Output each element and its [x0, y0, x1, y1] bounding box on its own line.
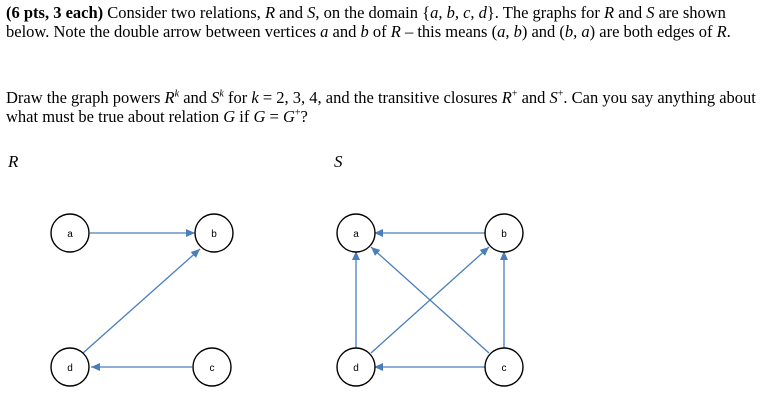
text: G — [282, 107, 295, 126]
text: and — [614, 3, 647, 22]
text: S — [549, 88, 558, 107]
text: ) and ( — [521, 22, 565, 41]
text: R — [390, 22, 401, 41]
text: R — [164, 88, 175, 107]
text: + — [511, 88, 518, 100]
graph-s-node-b: b — [484, 213, 524, 253]
graph-r-edges — [81, 229, 201, 371]
text: = 2, 3, 4, and the transitive closures — [258, 88, 502, 107]
text: G — [253, 107, 266, 126]
edge-s-d-b — [370, 246, 490, 354]
text: b, a — [564, 22, 590, 41]
text: a — [320, 22, 329, 41]
points-label: (6 pts, 3 each) — [6, 3, 104, 22]
text: and — [179, 88, 212, 107]
text: S — [646, 3, 655, 22]
text: + — [557, 88, 564, 100]
problem-paragraph-2: Draw the graph powers Rk and Sk for k = … — [6, 88, 758, 126]
node-label: d — [353, 363, 359, 374]
graph-s-node-d: d — [336, 347, 376, 387]
graph-s-node-a: a — [336, 213, 376, 253]
problem-paragraph-1: (6 pts, 3 each) Consider two relations, … — [6, 3, 758, 41]
text: . — [726, 22, 731, 41]
text: k — [174, 88, 180, 100]
text: k — [251, 88, 259, 107]
text: R — [604, 3, 615, 22]
node-label: c — [502, 363, 507, 374]
text: R — [716, 22, 727, 41]
text: ) are both edges of — [589, 22, 717, 41]
text: R — [501, 88, 512, 107]
edge-r-d-b — [82, 248, 201, 354]
text: , on the domain { — [315, 3, 431, 22]
text: and — [275, 3, 308, 22]
graph-r-label: R — [8, 152, 19, 171]
node-label: c — [210, 363, 215, 374]
text: k — [219, 88, 224, 100]
node-label: b — [211, 229, 217, 240]
text: a, b, c, d — [430, 3, 487, 22]
graph-r-node-d: d — [50, 347, 90, 387]
text: are shown below. Note the double arrow b… — [6, 3, 726, 41]
text: }. The graphs for — [486, 3, 605, 22]
graph-s-label: S — [334, 152, 343, 171]
text: – this means ( — [400, 22, 498, 41]
text: a, b — [497, 22, 522, 41]
node-label: d — [67, 363, 73, 374]
node-label: b — [501, 229, 507, 240]
text: and — [517, 88, 550, 107]
text: of — [368, 22, 391, 41]
text: = — [265, 107, 283, 126]
text: Consider two relations, — [103, 3, 265, 22]
graph-s-edges — [352, 229, 508, 371]
graph-r-node-c: c — [192, 347, 232, 387]
node-label: a — [67, 229, 73, 240]
text: ? — [300, 107, 308, 126]
text: S — [211, 88, 220, 107]
graph-r-node-b: b — [194, 213, 234, 253]
text: R — [264, 3, 276, 22]
graph-s-node-c: c — [484, 347, 524, 387]
text: and — [328, 22, 361, 41]
text: G — [223, 107, 236, 126]
text: Draw the graph powers — [6, 88, 165, 107]
text: S — [307, 3, 316, 22]
graph-r-node-a: a — [50, 213, 90, 253]
text: for — [223, 88, 252, 107]
node-label: a — [353, 229, 359, 240]
text: . Can you say anything about what must b… — [6, 88, 756, 126]
text: + — [294, 107, 301, 119]
text: if — [235, 107, 254, 126]
text: b — [360, 22, 369, 41]
